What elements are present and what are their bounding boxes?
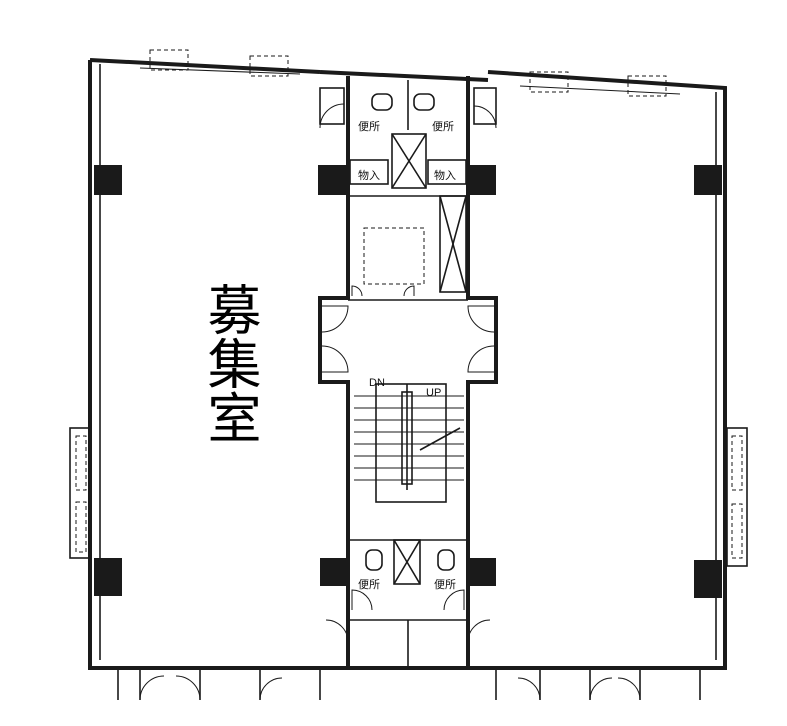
storage-label-right: 物入	[434, 168, 456, 182]
elevator-shafts	[363, 195, 467, 585]
lower-toilets	[325, 549, 491, 643]
toilet-label-upper-left: 便所	[358, 120, 380, 133]
toilet-label-upper-right: 便所	[432, 120, 454, 133]
side-windows	[69, 427, 748, 567]
upper-toilets	[319, 87, 497, 189]
room-name: 募集室	[198, 282, 261, 444]
outer-walls	[88, 58, 727, 670]
stair-down-label: DN	[369, 377, 385, 389]
bottom-openings	[117, 668, 701, 701]
stair-up-label: UP	[426, 387, 441, 399]
core-walls	[318, 70, 498, 668]
storage-label-left: 物入	[358, 168, 380, 182]
stairs	[354, 383, 464, 503]
lobby-doors	[321, 285, 495, 373]
toilet-label-lower-right: 便所	[434, 578, 456, 591]
columns	[94, 165, 722, 598]
toilet-label-lower-left: 便所	[358, 578, 380, 591]
top-windows	[139, 49, 681, 97]
